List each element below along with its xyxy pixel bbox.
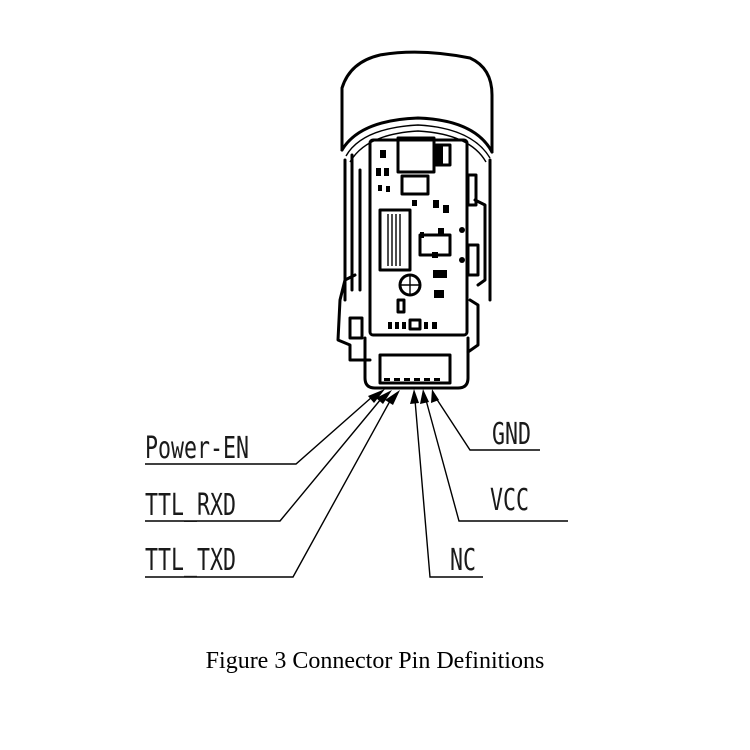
leader-power-en — [145, 389, 385, 465]
fpc-teeth — [387, 214, 401, 266]
pin-label-ttl-rxd: TTL_RXD — [145, 489, 236, 523]
figure-caption: Figure 3 Connector Pin Definitions — [205, 648, 545, 674]
pin-label-vcc: VCC — [490, 484, 529, 518]
leader-ttl-txd — [145, 390, 400, 578]
pin-label-power-en: Power-EN — [145, 432, 249, 466]
pin-label-ttl-txd: TTL_TXD — [145, 544, 236, 578]
leader-nc — [410, 389, 483, 578]
pin-label-nc: NC — [450, 544, 476, 578]
pin-label-gnd: GND — [492, 418, 531, 452]
camera-body — [336, 153, 492, 362]
leader-vcc — [420, 389, 568, 522]
connector-pins — [384, 378, 440, 381]
leader-ttl-rxd — [145, 390, 392, 522]
lens-cylinder — [340, 50, 494, 163]
leader-gnd — [431, 389, 540, 451]
connector-housing — [363, 336, 470, 390]
smd-row — [388, 318, 437, 331]
pcb-board — [368, 136, 480, 337]
